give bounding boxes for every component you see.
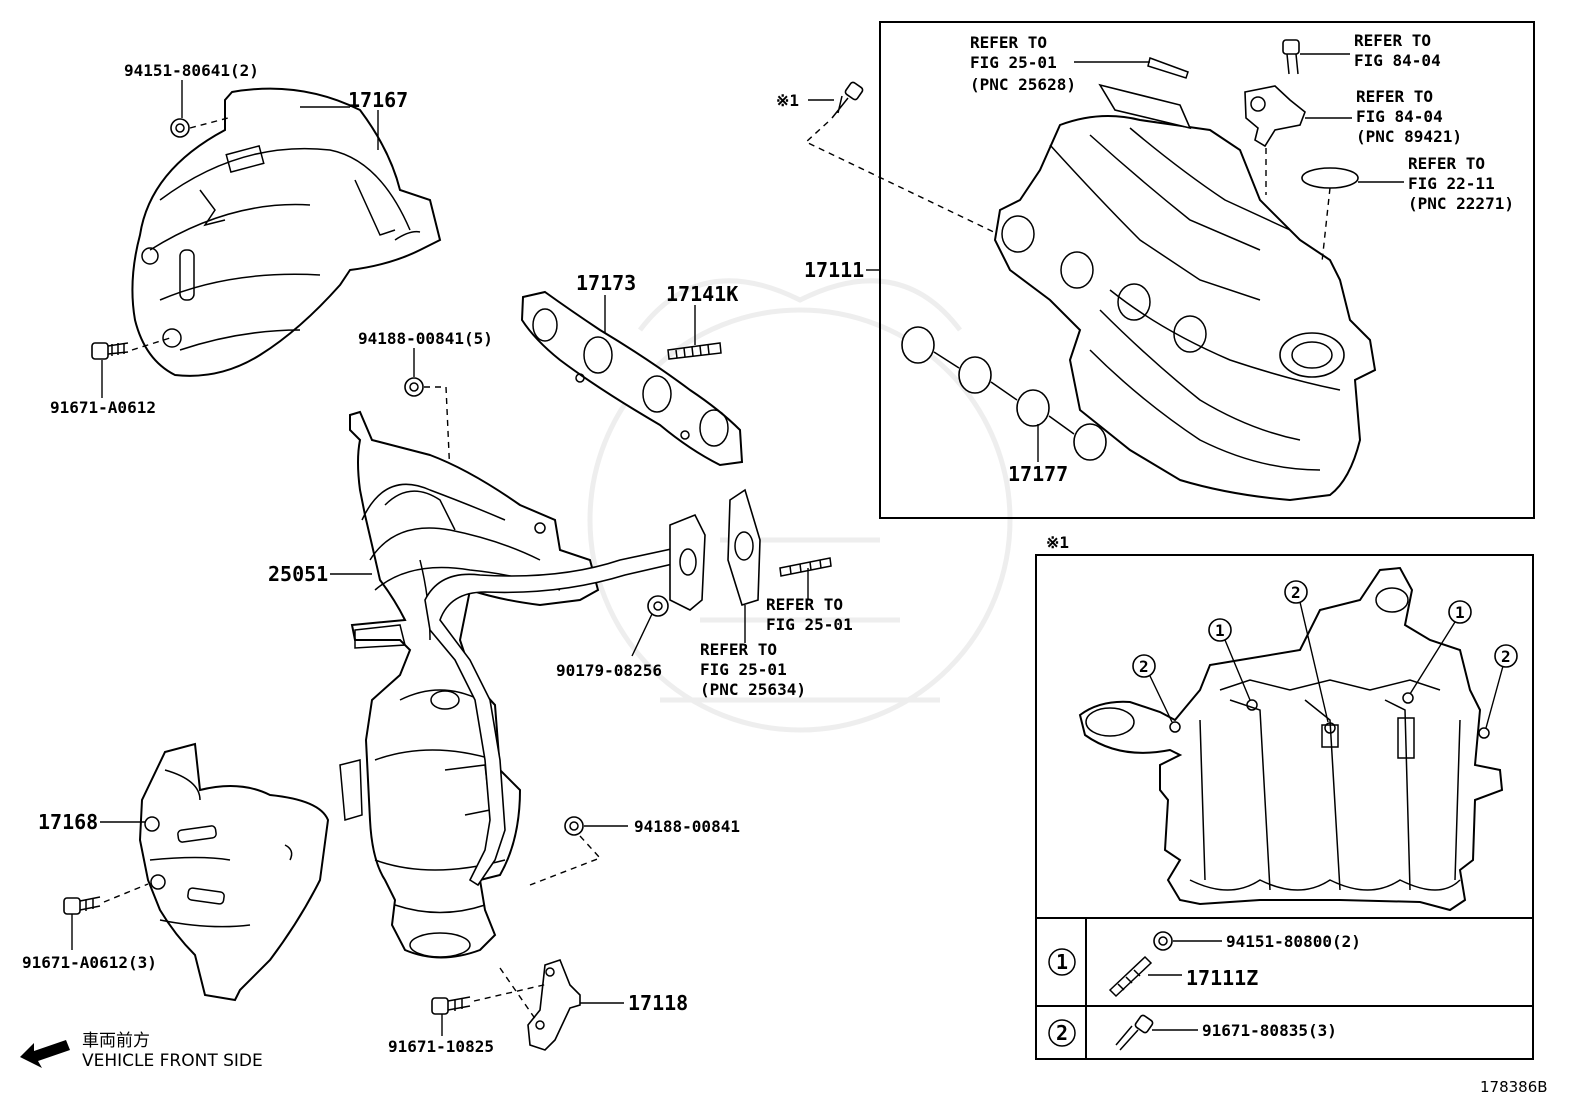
label-94188-00841-5: 94188-00841(5) [358, 329, 493, 348]
detail-frame [1035, 554, 1534, 1060]
ref-fig25-01-c-line3: (PNC 25628) [970, 75, 1076, 94]
label-91671-A0612-upper: 91671-A0612 [50, 398, 156, 417]
ref-fig22-11-line2: FIG 22-11 [1408, 174, 1495, 193]
stud-refer-25-01[interactable] [779, 557, 832, 577]
ref-fig84-04-b-line1: REFER TO [1356, 87, 1433, 106]
nut-94188-00841-5[interactable] [404, 377, 424, 397]
label-17167: 17167 [348, 88, 408, 112]
callout-1-left: 1 [1208, 618, 1251, 701]
manifold-gasket[interactable] [520, 290, 744, 467]
label-94188-00841: 94188-00841 [634, 817, 740, 836]
ref-fig84-04-b-line2: FIG 84-04 [1356, 107, 1443, 126]
bolt-91671-A0612-upper[interactable] [91, 342, 129, 360]
svg-text:2: 2 [1501, 647, 1511, 666]
ref-fig22-11-line3: (PNC 22271) [1408, 194, 1514, 213]
bolt-refer-84-04[interactable] [1282, 39, 1300, 75]
vehicle-front-arrow [20, 1040, 70, 1068]
egr-pipe[interactable] [424, 513, 706, 887]
nut-90179-08256[interactable] [647, 595, 669, 617]
intake-gasket-17177[interactable] [901, 326, 1107, 461]
label-17168: 17168 [38, 810, 98, 834]
detail-manifold-view[interactable] [1078, 566, 1504, 912]
ref-fig22-11-line1: REFER TO [1408, 154, 1485, 173]
label-17177: 17177 [1008, 462, 1068, 486]
stud-17111Z[interactable] [1108, 955, 1153, 998]
bolt-91671-A0612-3[interactable] [63, 896, 101, 915]
ref-fig25-01-b-line3: (PNC 25634) [700, 680, 806, 699]
svg-text:2: 2 [1139, 657, 1149, 676]
legend-number-2: 2 [1048, 1019, 1076, 1047]
svg-text:2: 2 [1291, 583, 1301, 602]
heat-insulator-lower[interactable] [138, 742, 330, 1002]
nut-94151-80800[interactable] [1153, 931, 1173, 951]
nut-94188-00841[interactable] [564, 816, 584, 836]
legend-17111Z: 17111Z [1186, 966, 1258, 990]
ref-fig84-04-a-line1: REFER TO [1354, 31, 1431, 50]
legend-91671-80835: 91671-80835(3) [1202, 1021, 1337, 1040]
ref-fig25-01-b-line1: REFER TO [700, 640, 777, 659]
egr-gasket[interactable] [727, 488, 761, 607]
ref-fig84-04-a-line2: FIG 84-04 [1354, 51, 1441, 70]
label-91671-10825: 91671-10825 [388, 1037, 494, 1056]
detail-mark: ※1 [1046, 533, 1069, 552]
vehicle-front-en: VEHICLE FRONT SIDE [82, 1051, 263, 1071]
label-17173: 17173 [576, 271, 636, 295]
label-91671-A0612-3: 91671-A0612(3) [22, 953, 157, 972]
intake-manifold[interactable] [993, 83, 1377, 502]
ref-fig25-01-c-line1: REFER TO [970, 33, 1047, 52]
callout-2-right: 2 [1485, 644, 1518, 729]
gasket-strip-25628[interactable] [1147, 57, 1189, 79]
ref-fig84-04-b-line3: (PNC 89421) [1356, 127, 1462, 146]
ref-fig25-01-c-line2: FIG 25-01 [970, 53, 1057, 72]
o-ring-22271[interactable] [1301, 167, 1359, 189]
vehicle-front-jp: 車両前方 [82, 1031, 150, 1051]
heat-insulator-upper[interactable] [131, 87, 442, 377]
note-mark: ※1 [776, 91, 799, 110]
sensor-89421[interactable] [1244, 85, 1306, 148]
legend-number-1: 1 [1048, 948, 1076, 976]
bolt-91671-80835[interactable] [1115, 1014, 1154, 1051]
label-17118: 17118 [628, 991, 688, 1015]
svg-text:1: 1 [1056, 950, 1068, 974]
label-90179-08256: 90179-08256 [556, 661, 662, 680]
callout-2-mid: 2 [1284, 580, 1329, 723]
stud-17141K[interactable] [667, 342, 722, 360]
label-25051: 25051 [268, 562, 328, 586]
callout-1-right: 1 [1409, 600, 1472, 695]
bolt-91671-10825[interactable] [431, 996, 471, 1015]
bolt-note-1[interactable] [831, 81, 864, 119]
callout-2-left: 2 [1132, 654, 1173, 723]
diagram-id: 178386B [1480, 1078, 1548, 1096]
bracket-17118[interactable] [527, 959, 581, 1051]
label-17111: 17111 [804, 258, 864, 282]
legend-94151-80800: 94151-80800(2) [1226, 932, 1361, 951]
svg-text:2: 2 [1056, 1021, 1068, 1045]
ref-fig25-01-b-line2: FIG 25-01 [700, 660, 787, 679]
svg-text:1: 1 [1215, 621, 1225, 640]
ref-fig25-01-a-line1: REFER TO [766, 595, 843, 614]
label-94151-80641: 94151-80641(2) [124, 61, 259, 80]
svg-text:1: 1 [1455, 603, 1465, 622]
ref-fig25-01-a-line2: FIG 25-01 [766, 615, 853, 634]
label-17141K: 17141K [666, 282, 738, 306]
bolt-94151-80641[interactable] [170, 118, 190, 138]
